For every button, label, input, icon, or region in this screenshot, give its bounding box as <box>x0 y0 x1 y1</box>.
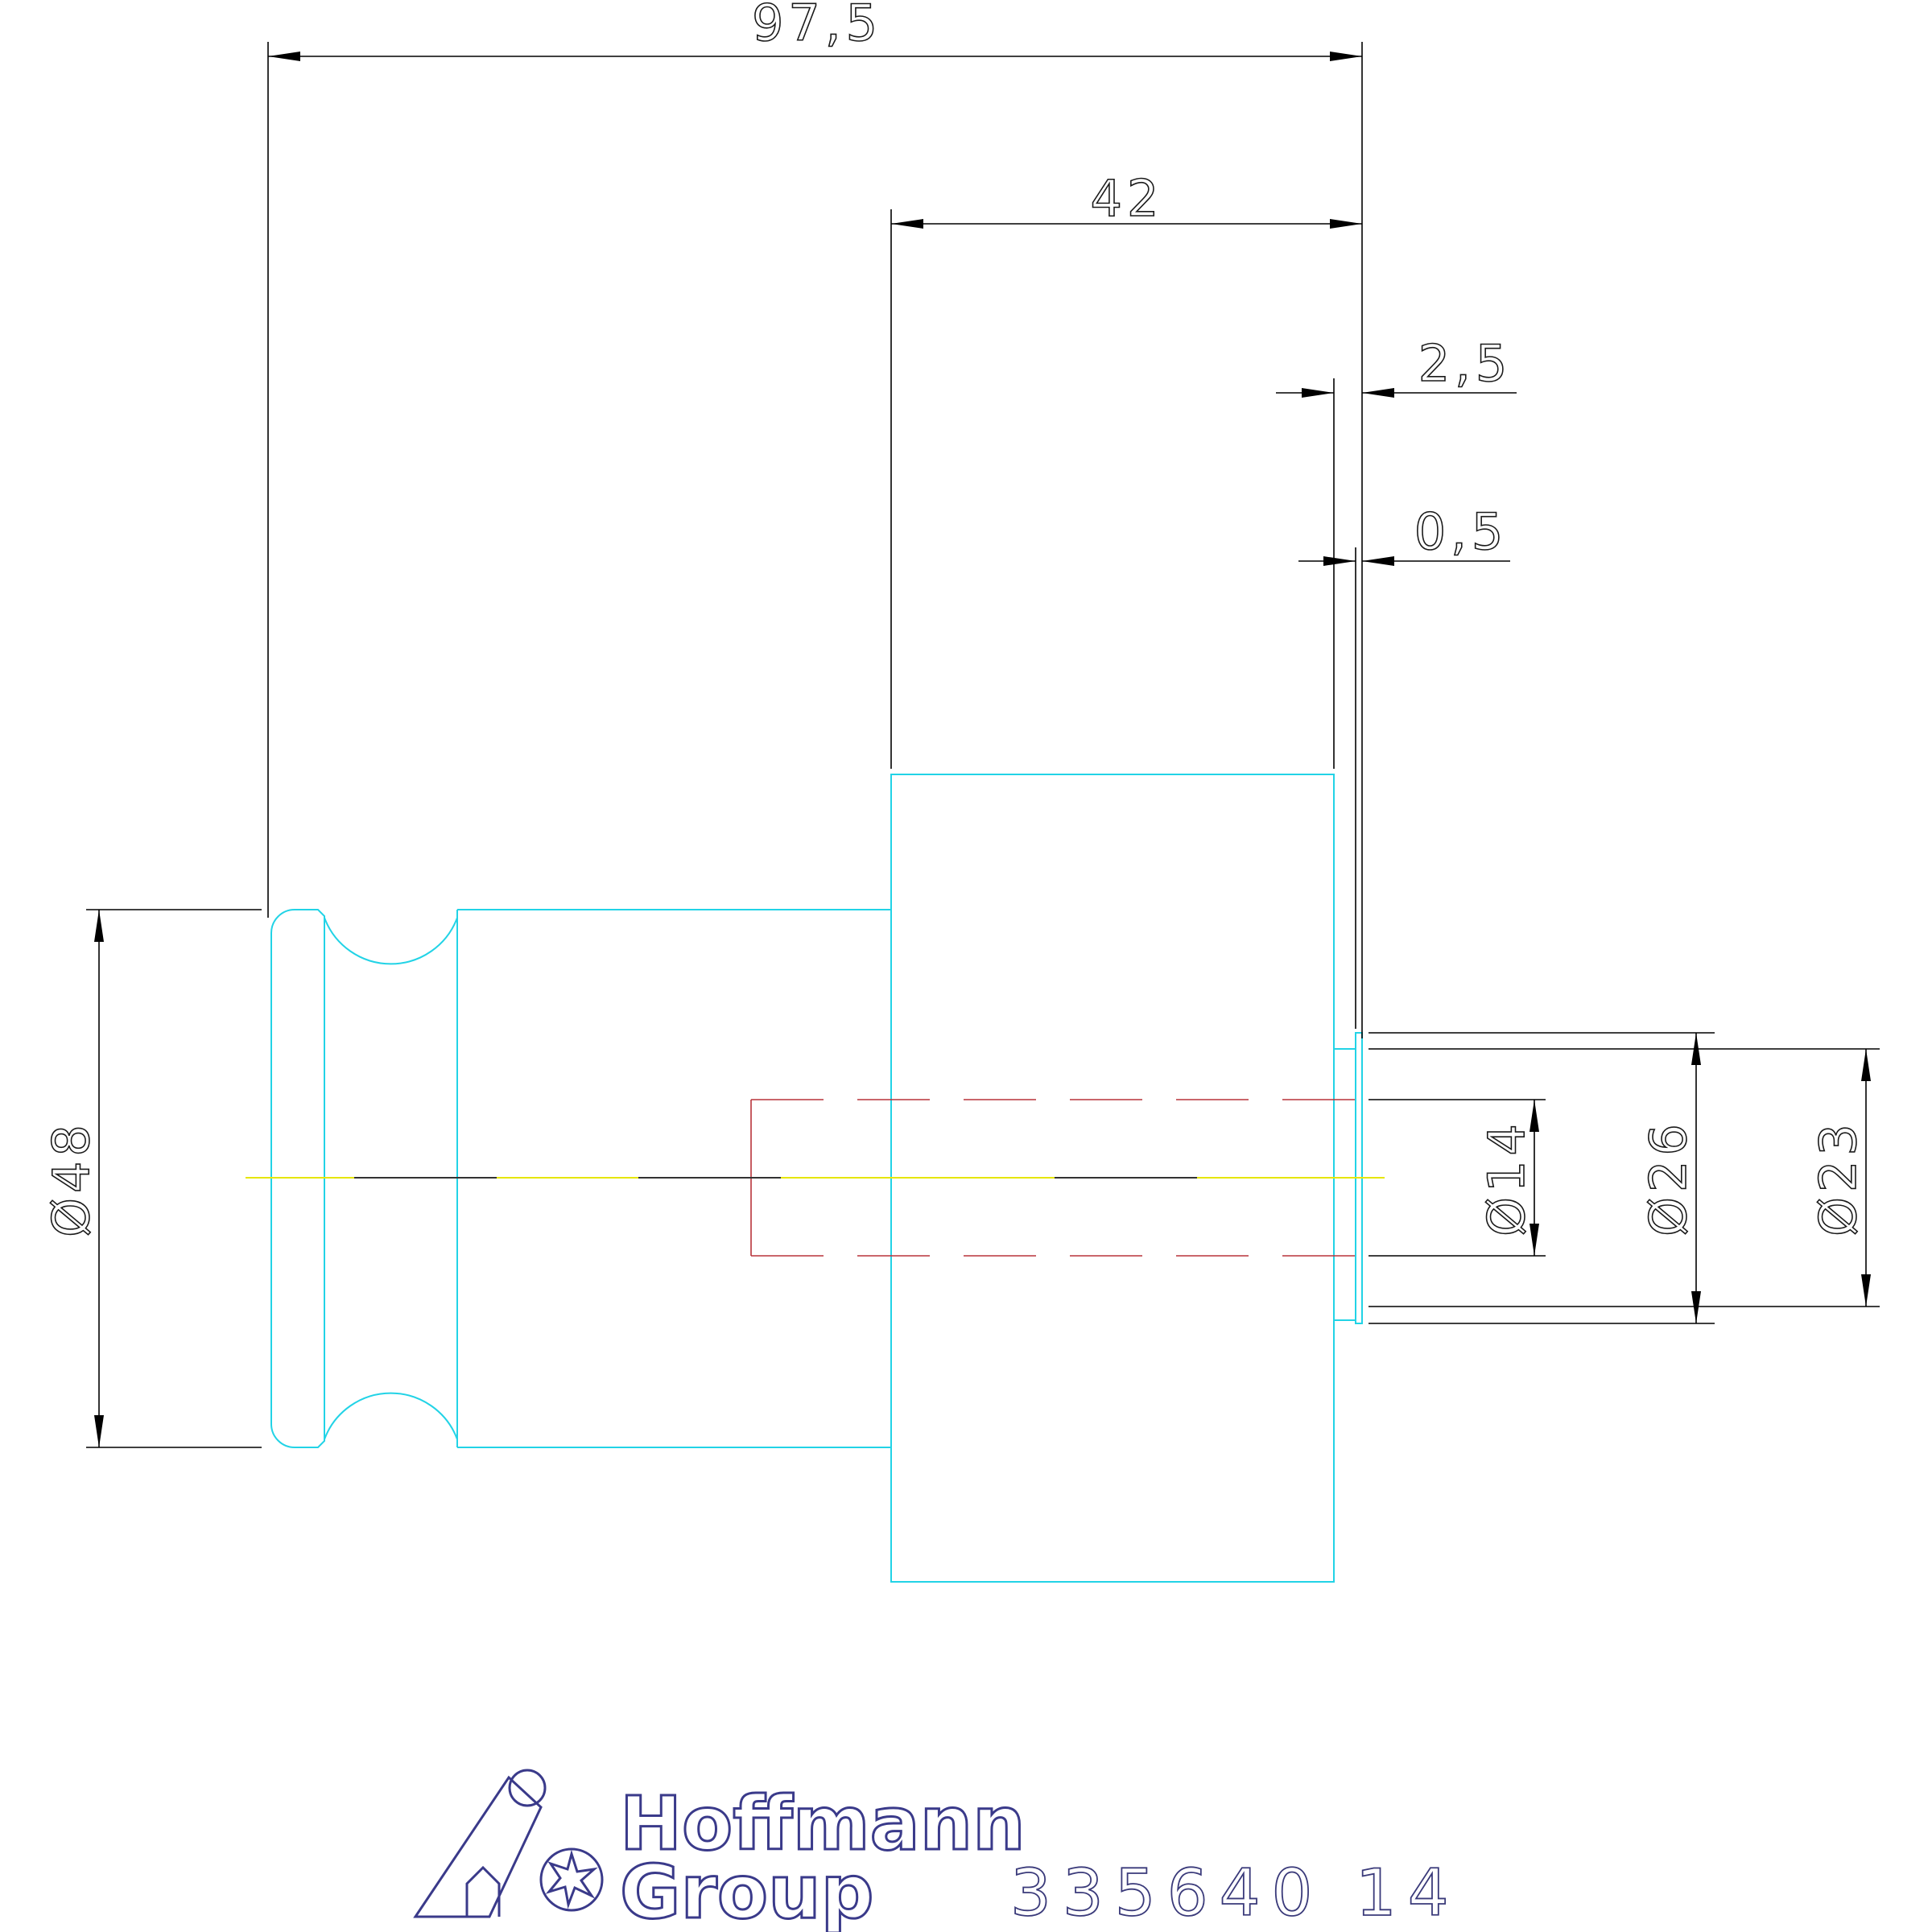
dim-collar-width: 0,5 <box>1298 502 1510 1029</box>
dim-text-97-5: 97,5 <box>752 0 882 52</box>
dim-text-2-5: 2,5 <box>1418 334 1513 393</box>
dim-text-d26: Ø26 <box>1639 1119 1698 1236</box>
logo-figure-body <box>413 1775 543 1918</box>
dim-text-d14: Ø14 <box>1477 1119 1536 1236</box>
logo-star-circle <box>539 1847 604 1912</box>
dim-shank-diameter: Ø48 <box>41 909 262 1448</box>
dim-pilot-diameter: Ø26 <box>1368 1032 1715 1324</box>
brand-name-line2: Group <box>620 1849 873 1932</box>
brand-name-line1: Hoffmann <box>620 1781 1026 1867</box>
logo-head-circle <box>508 1769 547 1807</box>
dim-step-width: 2,5 <box>1276 333 1517 769</box>
dim-text-d48: Ø48 <box>42 1120 101 1237</box>
dim-text-d23: Ø23 <box>1809 1119 1868 1236</box>
dim-recess-diameter: Ø23 <box>1368 1048 1880 1307</box>
dim-head-length: 42 <box>890 168 1362 769</box>
groove-upper <box>324 917 458 965</box>
logo-house-icon <box>465 1865 501 1917</box>
shank-end-profile <box>270 909 325 1448</box>
star-icon <box>545 1849 598 1909</box>
dim-bore-diameter: Ø14 <box>1368 1099 1546 1257</box>
groove-lower <box>324 1392 458 1440</box>
pilot-step <box>1333 1048 1356 1321</box>
part-number: 335640 14 <box>1010 1856 1460 1930</box>
dim-overall-length: 97,5 <box>267 0 1363 1038</box>
hoffmann-logo: Hoffmann Group <box>413 1769 1026 1932</box>
dim-text-42: 42 <box>1091 169 1164 228</box>
dim-text-0-5: 0,5 <box>1414 502 1509 561</box>
